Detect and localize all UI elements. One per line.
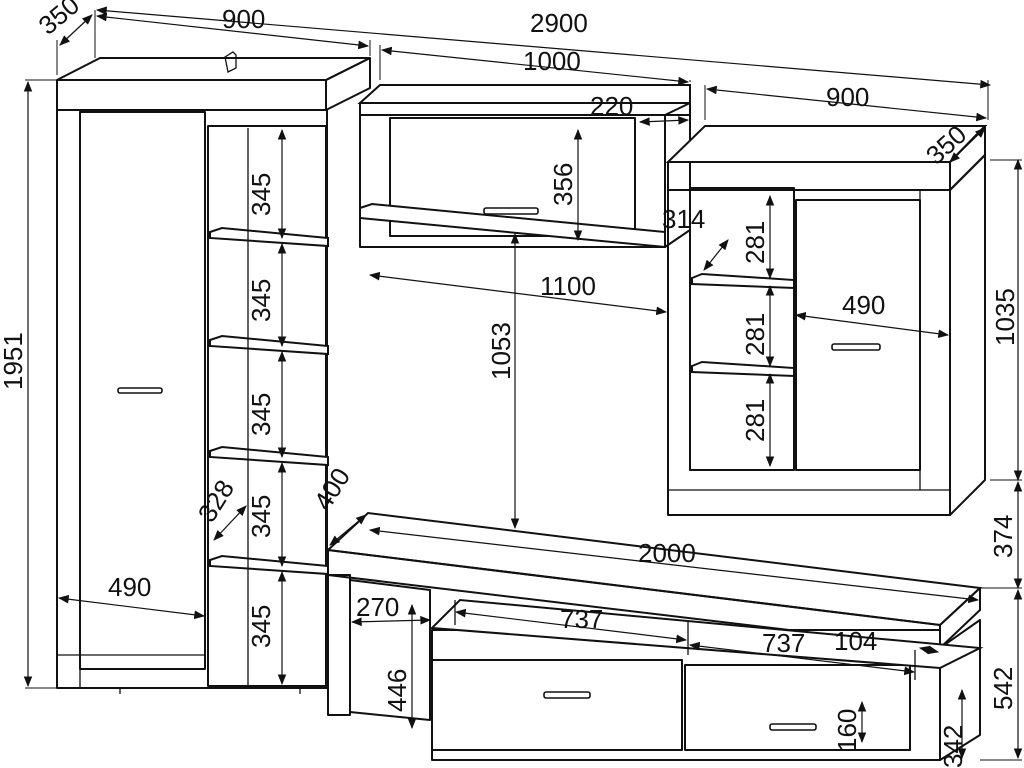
dimension-lines [23,6,1023,761]
right-cabinet-body [667,189,951,516]
dim-total-height: 1951 [0,332,28,390]
left-cabinet-top [56,57,371,81]
dim-left-shelf-4: 345 [246,495,276,538]
dim-right-shelf-2: 281 [740,313,770,356]
top-door-handle [483,207,539,215]
dim-top-recess: 220 [590,91,633,121]
dim-right-shelf-1: 281 [740,221,770,264]
left-leg [327,574,351,716]
dim-top-width: 1000 [523,46,581,76]
dim-shelf-offset: 104 [834,626,877,656]
dim-base-width: 2000 [638,538,696,568]
left-cabinet-top-front [56,79,327,111]
top-cabinet-top [357,84,691,104]
dim-left-shelf-2: 345 [246,279,276,322]
left-shelf-4 [209,554,329,576]
dim-mount-gap: 374 [988,515,1018,558]
left-shelf-3 [209,445,329,467]
dim-left-shelf-5: 345 [246,605,276,648]
dim-gap-height: 1053 [486,322,516,380]
dim-left-depth: 350 [33,0,86,41]
right-door-handle [831,343,881,351]
left-tall-cabinet [56,51,371,694]
dim-opening-width: 1100 [540,271,596,301]
top-cabinet-bottom-shelf [359,202,666,249]
dim-left-door-width: 490 [108,572,151,602]
left-door-handle [117,387,163,394]
dim-left-width: 900 [222,4,265,34]
right-shelf-2 [691,360,795,378]
dim-left-leg: 270 [356,592,399,622]
dim-left-leg-height: 446 [382,669,412,712]
dim-drawer-unit-height: 342 [938,725,968,768]
left-shelf-1 [209,226,329,248]
dim-right-shelf-3: 281 [740,399,770,442]
drawer-right-handle [769,723,817,731]
dim-right-height: 1035 [990,288,1020,346]
right-cabinet-door [795,199,921,471]
dim-left-shelf-3: 345 [246,393,276,436]
dim-total-width: 2900 [530,8,588,38]
drawer-left-handle [543,691,591,699]
dim-right-door-width: 490 [842,290,885,320]
left-cabinet-door [79,111,206,670]
left-shelf-2 [209,334,329,356]
dim-right-inner-depth: 314 [662,204,705,234]
right-cabinet-shelf-section [689,187,795,471]
dim-base-depth: 400 [308,462,356,515]
left-cabinet-body [56,109,328,689]
dim-niche-2: 737 [762,628,805,658]
right-wall-cabinet [665,125,988,516]
dim-right-width: 900 [826,82,869,112]
dim-niche-1: 737 [560,604,603,634]
tv-unit-top [325,511,983,627]
dim-base-height: 542 [988,667,1018,710]
drawer-left [431,659,683,751]
top-wall-cabinet [357,84,691,249]
right-shelf-1 [691,272,795,290]
dim-top-height: 356 [548,163,578,206]
left-cabinet-shelf-section [207,125,327,687]
dim-drawer-height: 160 [832,709,862,752]
drawer-right [684,664,911,751]
dim-left-shelf-1: 345 [246,173,276,216]
